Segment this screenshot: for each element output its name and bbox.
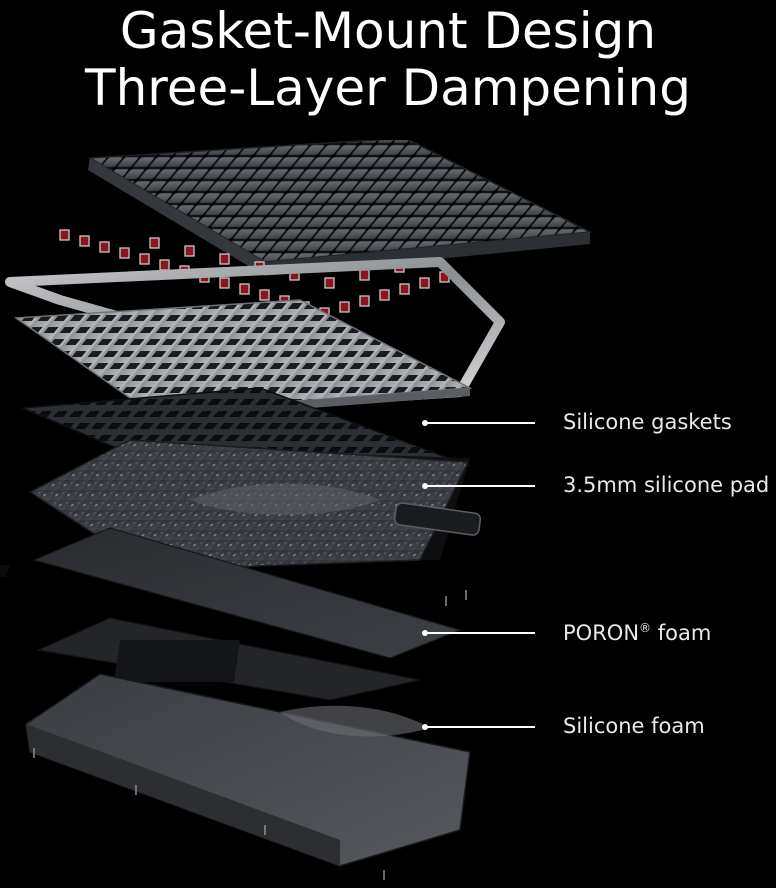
screws (33, 590, 467, 880)
silicone-foam-sheet (35, 617, 421, 701)
exploded-keyboard-illustration (0, 140, 593, 880)
callout-silicone-gaskets: Silicone gaskets (563, 410, 732, 434)
keycap-layer (87, 140, 593, 276)
callout-poron-suffix: foam (651, 621, 712, 645)
callout-leaders (425, 422, 535, 728)
callout-dots (422, 420, 428, 730)
callout-silicone-foam: Silicone foam (563, 714, 705, 738)
title-line-2: Three-Layer Dampening (85, 59, 691, 117)
callout-silicone-pad: 3.5mm silicone pad (563, 473, 770, 497)
callout-poron-foam: PORON® foam (563, 622, 711, 644)
poron-foam-sheet (0, 527, 462, 659)
callout-poron-label: PORON (563, 621, 640, 645)
registered-mark: ® (639, 621, 652, 635)
bottom-case (25, 673, 471, 867)
title-line-1: Gasket-Mount Design (119, 2, 657, 60)
